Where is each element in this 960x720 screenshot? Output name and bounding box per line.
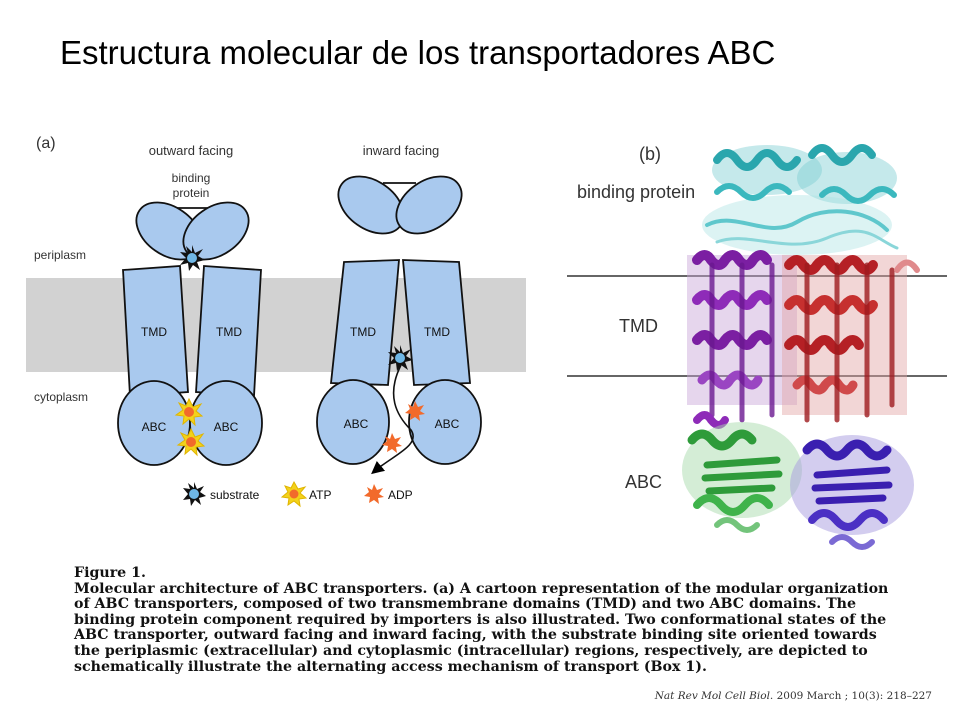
figure-caption: Figure 1. Molecular architecture of ABC … — [58, 556, 946, 708]
binding-protein-ribbon — [702, 144, 899, 255]
caption-text: Figure 1. Molecular architecture of ABC … — [74, 565, 894, 675]
panel-a-label: (a) — [36, 135, 56, 152]
abc-left-ribbon — [682, 422, 802, 533]
legend-substrate-icon — [183, 482, 206, 506]
panel-b-ribbon-structure: (b) binding protein TMD ABC — [567, 130, 947, 558]
abc-label-inward-right: ABC — [435, 417, 460, 431]
slide-title: Estructura molecular de los transportado… — [60, 34, 776, 71]
abc-right-outward — [189, 380, 263, 466]
inward-facing-label: inward facing — [363, 143, 440, 158]
abc-label-inward-left: ABC — [344, 417, 369, 431]
cytoplasm-label: cytoplasm — [34, 390, 88, 404]
abc-right-ribbon — [790, 435, 914, 550]
inward-transporter — [316, 175, 482, 465]
caption-body: Molecular architecture of ABC transporte… — [74, 580, 889, 675]
panel-a-diagram: (a) outward facing inward facing binding… — [26, 135, 526, 508]
binding-protein-right-lobe — [182, 201, 250, 261]
substrate-path-arrow — [371, 364, 414, 475]
tmd-label-inward-right: TMD — [424, 325, 450, 339]
tmd-label-outward-right: TMD — [216, 325, 242, 339]
legend-atp-icon — [280, 480, 308, 508]
tmd-label-inward-left: TMD — [350, 325, 376, 339]
atp-star-outward-2 — [176, 427, 206, 457]
adp-star-inward-1 — [405, 401, 425, 421]
outward-facing-label: outward facing — [149, 143, 234, 158]
substrate-star-outward — [180, 245, 205, 271]
outward-transporter — [117, 201, 263, 466]
tmd-label-b: TMD — [619, 316, 658, 336]
tmd-left-ribbon — [687, 250, 797, 429]
tmd-right-inward — [402, 259, 471, 386]
caption-heading: Figure 1. — [74, 565, 146, 581]
legend-atp-label: ATP — [309, 488, 331, 502]
abc-right-inward — [408, 379, 482, 465]
periplasm-label: periplasm — [34, 248, 86, 262]
binding-protein-label-b: binding protein — [577, 182, 695, 202]
citation-details: 2009 March ; 10(3): 218–227 — [773, 690, 932, 702]
tmd-left-outward — [122, 265, 189, 397]
citation: Nat Rev Mol Cell Biol. 2009 March ; 10(3… — [655, 690, 932, 702]
adp-star-inward-2 — [382, 433, 402, 453]
abc-label-outward-left: ABC — [142, 420, 167, 434]
binding-protein-right-lobe-inward — [395, 175, 463, 235]
tmd-left-inward — [330, 259, 400, 386]
abc-label-b: ABC — [625, 472, 662, 492]
legend-adp-icon — [364, 484, 384, 504]
panel-b-label: (b) — [639, 144, 661, 164]
substrate-star-inward — [388, 345, 413, 371]
citation-journal: Nat Rev Mol Cell Biol. — [654, 690, 774, 702]
legend-adp-label: ADP — [388, 488, 413, 502]
atp-star-outward-1 — [174, 397, 204, 427]
abc-label-outward-right: ABC — [214, 420, 239, 434]
legend-substrate-label: substrate — [210, 488, 260, 502]
abc-left-inward — [316, 379, 390, 465]
tmd-label-outward-left: TMD — [141, 325, 167, 339]
tmd-right-ribbon — [782, 255, 920, 423]
